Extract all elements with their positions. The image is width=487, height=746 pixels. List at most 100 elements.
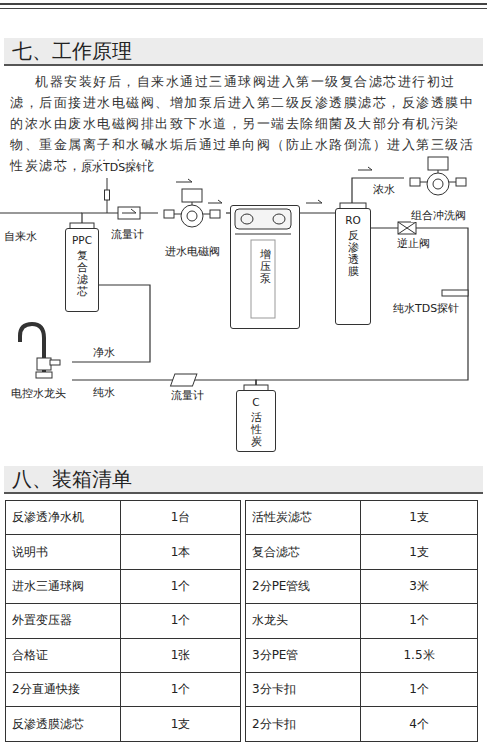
diagram-label: 原水TDS探针 [80,161,148,174]
solenoid-valve-icon [404,154,472,204]
inlet-pipe [0,212,82,213]
table-cell: 1支 [360,500,478,535]
flow-meter [171,374,197,386]
cell-text: 反渗透膜滤芯 [12,716,84,733]
table-cell: 4个 [360,706,478,741]
flow-arrow [306,200,322,203]
component-node: 进水电磁阀 [158,186,226,258]
cell-text: 2分直通快接 [12,681,80,698]
component-node: 组合冲洗阀 [404,154,472,222]
cell-text: 3分卡扣 [252,681,296,698]
table-cell: 反渗透膜滤芯 [5,706,121,741]
table-cell: 复合滤芯 [245,534,361,569]
table-cell: 反渗透净水机 [5,500,121,535]
cell-text: 活性炭滤芯 [252,509,312,526]
table-cell: 3分卡扣 [245,672,361,707]
node-text: 活性炭 [251,412,262,448]
cell-text: 1个 [409,681,429,698]
table-cell: 2分卡扣 [245,706,361,741]
check-valve [398,222,416,234]
cell-text: 1支 [409,544,429,561]
table-cell: 1个 [120,569,241,604]
edge-label: 纯水 [92,386,116,399]
table-cell: 2分PE管线 [245,569,361,604]
top-rule [0,3,487,5]
cell-text: 1个 [171,578,191,595]
cell-text: 说明书 [12,544,48,561]
cell-text: 1个 [171,612,191,629]
cell-text: 4个 [409,716,429,733]
cell-text: 3分PE管 [252,647,298,664]
cell-text: 3米 [409,578,429,595]
table-cell: 1.5米 [360,638,478,673]
cell-text: 外置变压器 [12,612,72,629]
table-cell: 1本 [120,534,241,569]
table-cell: 1张 [120,638,241,673]
filter-box: RO 反渗透膜 [335,208,371,325]
pipe-connector [300,212,335,213]
edge-label: 浓水 [372,183,396,196]
table-cell: 1个 [120,603,241,638]
tds-probe [442,290,468,296]
table-cell: 活性炭滤芯 [245,500,361,535]
cell-text: 1.5米 [403,647,434,664]
tds-probe [105,190,110,200]
diagram-label: 流量计 [170,389,205,402]
table-cell: 外置变压器 [5,603,121,638]
flow-arrow [358,167,372,170]
node-text: PPC [72,234,92,247]
cell-text: 1个 [171,681,191,698]
table-cell: 3分PE管 [245,638,361,673]
cell-text: 水龙头 [252,612,288,629]
section-heading: 八、装箱清单 [4,466,483,494]
section-heading: 七、工作原理 [4,38,483,66]
filter-box: C 活性炭 [236,390,276,452]
table-cell: 1个 [360,603,478,638]
node-text: 复合滤芯 [77,250,88,298]
node-text: C [252,396,259,409]
cell-text: 反渗透净水机 [12,509,84,526]
check-valve [398,222,416,234]
node-text: 增压泵 [260,249,271,285]
table-cell: 1支 [360,534,478,569]
table-cell: 合格证 [5,638,121,673]
faucet-icon [4,318,72,380]
table-cell: 1个 [360,672,478,707]
cell-text: 合格证 [12,647,48,664]
cell-text: 1支 [409,509,429,526]
diagram-label: 流量计 [110,228,145,241]
filter-box: 增压泵 [230,205,300,329]
flow-arrow [208,200,222,203]
flow-meter [122,209,136,213]
cell-text: 2分PE管线 [252,578,310,595]
component-node: 电控水龙头 [4,318,72,400]
diagram-label: 逆止阀 [396,237,431,250]
diagram-label: 纯水TDS探针 [392,302,460,315]
node-label: 进水电磁阀 [165,245,220,258]
cell-text: 1支 [171,716,191,733]
table-cell: 进水三通球阀 [5,569,121,604]
node-label: 电控水龙头 [11,387,66,400]
cell-text: 进水三通球阀 [12,578,84,595]
flow-arrow [176,179,192,182]
cell-text: 1张 [171,647,191,664]
table-cell: 说明书 [5,534,121,569]
filter-box: PPC 复合滤芯 [65,228,99,312]
table-cell: 1台 [120,500,241,535]
flow-meter [118,207,140,219]
cell-text: 1台 [171,509,191,526]
node-label: 组合冲洗阀 [411,209,466,222]
top-rule [0,8,487,9]
table-cell: 1支 [120,706,241,741]
table-cell: 水龙头 [245,603,361,638]
node-text: 反渗透膜 [348,230,359,278]
cell-text: 1本 [171,544,191,561]
table-cell: 2分直通快接 [5,672,121,707]
edge-label: 净水 [92,346,116,359]
diagram-label: 自来水 [3,230,38,243]
node-text: RO [345,214,361,227]
table-cell: 3米 [360,569,478,604]
solenoid-valve-icon [158,186,226,236]
table-cell: 1个 [120,672,241,707]
cell-text: 1个 [409,612,429,629]
